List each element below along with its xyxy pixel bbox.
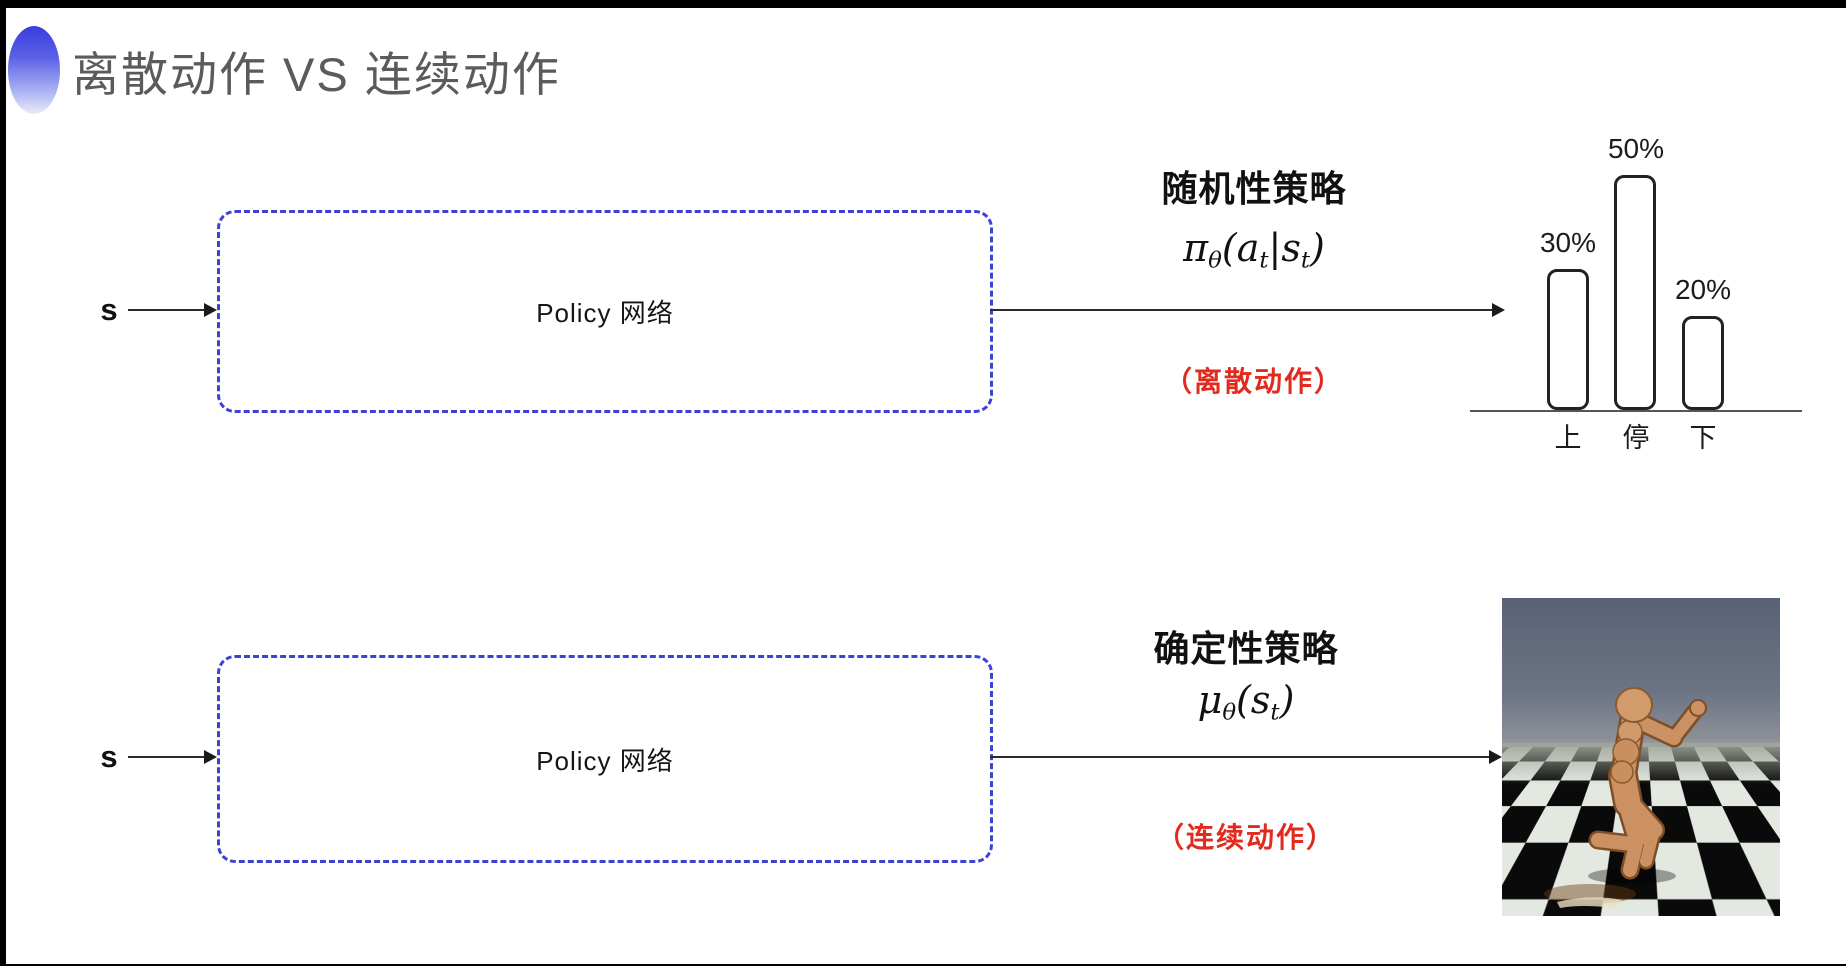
bar-value-label: 50% — [1591, 133, 1681, 165]
action-probability-bar-chart: 30% 50% 20% 上 停 下 — [1466, 100, 1812, 448]
bar-value-label: 30% — [1523, 227, 1613, 259]
discrete-action-note: （离散动作） — [1044, 360, 1464, 400]
state-input-label: s — [92, 292, 126, 328]
state-input-label: s — [92, 739, 126, 775]
humanoid-robot-image — [1502, 598, 1780, 916]
arrow-state-to-policy — [128, 302, 217, 318]
category-label-down: 下 — [1658, 416, 1748, 455]
policy-network-label: Policy 网络 — [536, 741, 674, 778]
deterministic-policy-title: 确定性策略 — [1036, 620, 1456, 672]
policy-network-box: Policy 网络 — [217, 655, 993, 863]
arrow-line — [990, 309, 1494, 311]
arrow-head-icon — [204, 303, 217, 317]
slide: 离散动作 VS 连续动作 s Policy 网络 随机性策略 πθ(at|st)… — [6, 8, 1846, 964]
bar-down — [1682, 316, 1724, 410]
arrow-head-icon — [1489, 750, 1502, 764]
stochastic-policy-formula: πθ(at|st) — [1044, 226, 1464, 273]
arrow-line — [990, 756, 1491, 758]
arrow-head-icon — [204, 750, 217, 764]
arrow-line — [128, 309, 206, 311]
arrow-policy-to-output — [990, 302, 1505, 318]
arrow-state-to-policy — [128, 749, 217, 765]
continuous-action-note: （连续动作） — [1036, 816, 1456, 856]
deterministic-policy-formula: μθ(st) — [1036, 678, 1456, 725]
bar-stop — [1614, 175, 1656, 410]
title-bullet-icon — [8, 26, 60, 114]
bar-value-label: 20% — [1658, 274, 1748, 306]
humanoid-robot-figure — [1502, 598, 1780, 916]
bar-up — [1547, 269, 1589, 410]
arrow-line — [128, 756, 206, 758]
policy-network-label: Policy 网络 — [536, 293, 674, 330]
page-title: 离散动作 VS 连续动作 — [72, 36, 561, 105]
policy-network-box: Policy 网络 — [217, 210, 993, 413]
stochastic-policy-title: 随机性策略 — [1044, 160, 1464, 212]
chart-baseline — [1470, 410, 1802, 412]
arrow-policy-to-output — [990, 749, 1502, 765]
